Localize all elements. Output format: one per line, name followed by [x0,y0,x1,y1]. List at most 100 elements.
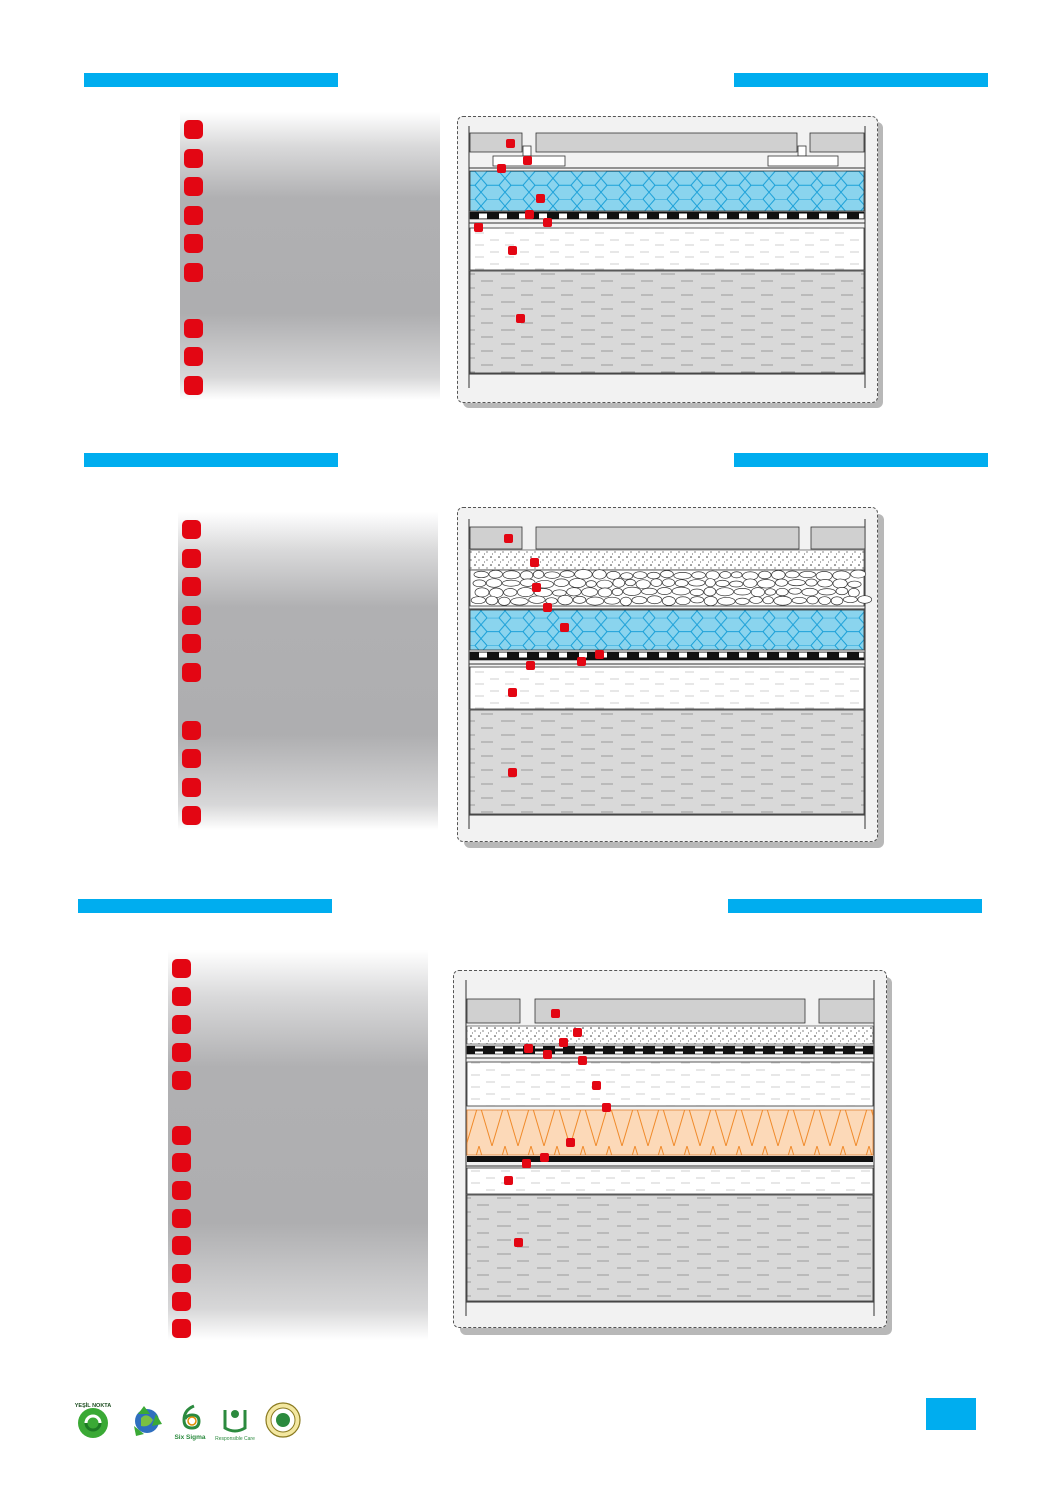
marker-6 [578,1056,587,1065]
marker-3 [497,164,506,173]
gravel-pebble [520,570,534,581]
section-3-title-bar-right [728,899,982,913]
gravel-pebble [485,595,499,606]
marker-9 [516,314,525,323]
certification-seal-logo [262,1400,304,1442]
gravel-pebble [817,579,833,588]
legend-number-4 [172,1043,191,1062]
gravel-pebble [688,579,706,587]
marker-11 [522,1159,531,1168]
gravel-pebble [660,570,674,579]
gravel-pebble [603,596,621,605]
marker-9 [566,1138,575,1147]
six-sigma-logo-text: Six Sigma [174,1434,205,1441]
orange-insulation-layer [466,1109,874,1156]
legend-number-3 [184,177,203,196]
gravel-pebble [690,596,705,604]
marker-5 [560,623,569,632]
gravel-pebble [705,570,720,581]
gravel-pebble [806,595,819,605]
legend-number-5 [182,634,201,653]
gravel-pebble [622,586,642,596]
legend-number-6 [184,263,203,282]
gravel-pebble [830,596,844,606]
marker-7 [592,1081,601,1090]
legend-number-11 [172,1264,191,1283]
gravel-pebble [843,595,858,604]
gravel-pebble [572,595,587,604]
gravel-pebble [673,571,692,580]
marker-2 [573,1028,582,1037]
section-1-title-bar-left [84,73,338,87]
gravel-pebble [749,596,763,604]
legend-number-1 [182,520,201,539]
gravel-pebble [850,569,867,579]
gravel-pebble [730,571,743,579]
gravel-pebble [757,579,776,589]
legend-number-4 [182,606,201,625]
section-2-drawing [468,519,873,829]
marker-8 [602,1103,611,1112]
gravel-pebble [791,596,807,604]
gravel-pebble [650,578,663,587]
gravel-pebble [662,578,676,587]
legend-number-1 [172,959,191,978]
gravel-pebble [847,588,860,598]
marker-13 [514,1238,523,1247]
legend-number-4 [184,206,203,225]
gravel-pebble [715,579,730,588]
section-1-title-bar-right [734,73,988,87]
yesil-nokta-logo: YEŞİL NOKTA [72,1400,114,1442]
gravel-pebble [474,587,490,598]
section-2-legend [178,512,438,830]
gravel-pebble [788,587,802,595]
responsible-care-logo-text: Responsible Care [215,1436,255,1442]
gravel-pebble [785,570,800,579]
gravel-pebble [799,570,816,579]
gravel-pebble [675,596,691,606]
gravel-pebble [775,587,789,597]
legend-number-9 [184,376,203,395]
six-sigma-logo: Six Sigma [172,1400,214,1442]
section-3-legend [168,950,428,1340]
legend-number-7 [182,721,201,740]
gravel-pebble [857,595,873,604]
gravel-pebble [703,595,718,607]
marker-8 [526,661,535,670]
legend-number-8 [172,1181,191,1200]
gravel-pebble [611,587,623,596]
section-1-legend [180,112,440,400]
recycling-logo [126,1400,168,1442]
gravel-pebble [528,595,546,604]
marker-5 [525,210,534,219]
legend-number-6 [182,663,201,682]
gravel-pebble [553,578,570,587]
gravel-pebble [764,588,777,596]
marker-7 [577,657,586,666]
gravel-pebble [787,579,806,587]
legend-number-8 [182,749,201,768]
gravel-pebble [635,579,651,590]
marker-1 [504,534,513,543]
gravel-pebble [581,587,598,597]
legend-number-13 [172,1319,191,1338]
legend-number-2 [184,149,203,168]
gravel-pebble [485,578,503,588]
gravel-pebble [517,587,535,598]
marker-4 [524,1044,533,1053]
gravel-pebble [762,596,774,605]
section-3-cross-section [453,970,893,1336]
gravel-pebble [703,586,717,597]
marker-6 [595,650,604,659]
marker-2 [530,558,539,567]
marker-2 [523,156,532,165]
legend-number-2 [182,549,201,568]
marker-8 [508,246,517,255]
gravel-pebble [832,578,848,589]
gravel-pebble [544,571,561,579]
gravel-pebble [733,588,752,596]
legend-number-5 [172,1071,191,1090]
gravel-pebble [771,570,786,580]
gravel-pebble [574,569,593,580]
gravel-pebble [631,596,648,605]
